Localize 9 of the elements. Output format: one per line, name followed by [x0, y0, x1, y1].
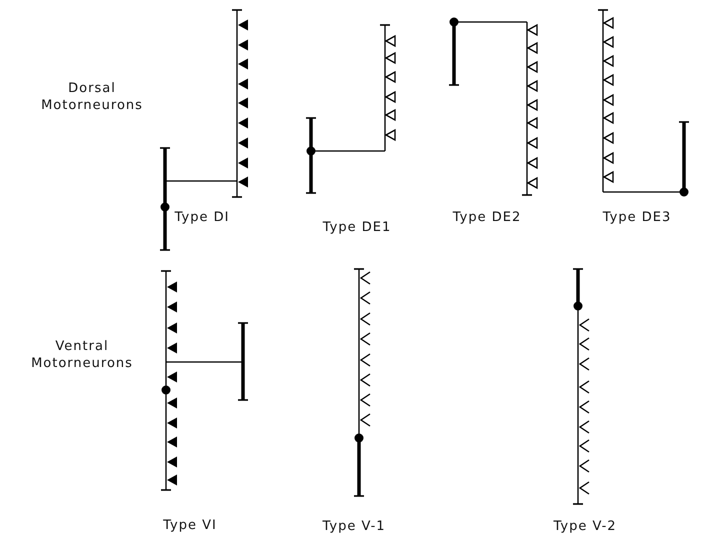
type-label: Type VI — [163, 517, 217, 534]
type-label: Type DE3 — [602, 209, 672, 226]
group-label: Dorsal Motorneurons — [40, 80, 144, 114]
type-label: Type V-1 — [322, 518, 386, 535]
type-label: Type DI — [174, 209, 230, 226]
group-label: Ventral Motorneurons — [30, 338, 134, 372]
type-label: Type V-2 — [553, 518, 617, 535]
type-label: Type DE2 — [452, 209, 522, 226]
type-label: Type DE1 — [322, 219, 392, 236]
